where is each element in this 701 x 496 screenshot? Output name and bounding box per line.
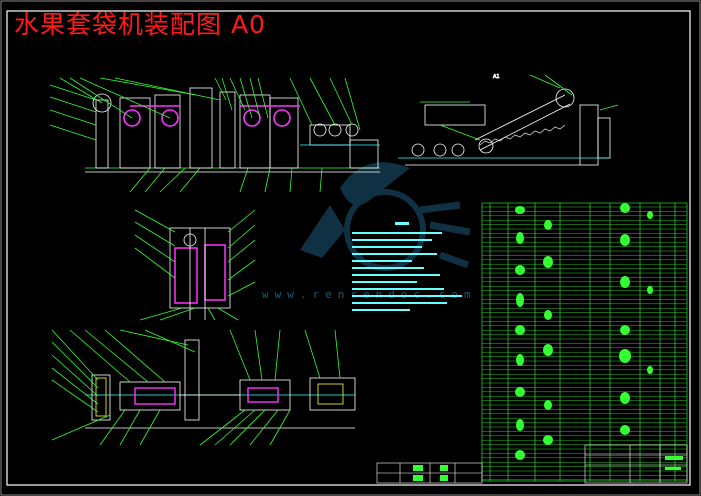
svg-text:A1: A1	[493, 74, 500, 80]
front-view-assembly	[49, 77, 380, 193]
watermark-logo	[300, 162, 471, 271]
parts-list-table	[481, 202, 688, 482]
watermark-url: www.renrendoc.com	[262, 288, 477, 301]
parts-list-rows	[482, 206, 687, 480]
title-block	[376, 444, 688, 484]
inner-frame	[6, 10, 691, 486]
title-block-marks	[413, 456, 683, 481]
drawing-title: 水果套袋机装配图 A0	[14, 10, 266, 39]
detail-view-bagging-head	[134, 209, 256, 321]
parts-list-fill	[515, 203, 653, 460]
side-view-conveyor: A1	[398, 74, 619, 166]
top-view-assembly	[51, 329, 356, 446]
technical-notes	[352, 222, 462, 311]
